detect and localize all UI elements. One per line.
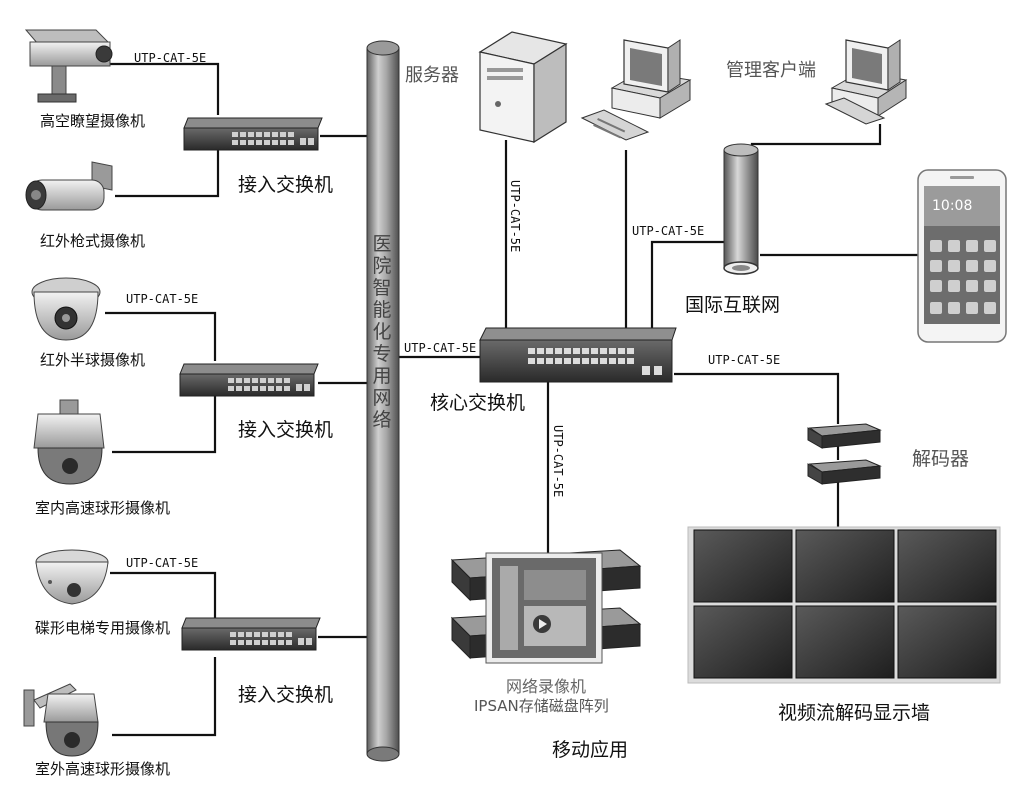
dome-camera-icon xyxy=(31,277,101,341)
ipsan-label: IPSAN存储磁盘阵列 xyxy=(474,697,609,715)
access-switch-label: 接入交换机 xyxy=(238,684,334,706)
core-switch-icon xyxy=(479,327,677,383)
cable-label: UTP-CAT-5E xyxy=(551,425,565,498)
server-icon xyxy=(478,31,568,144)
speed-dome-camera-icon xyxy=(33,399,105,485)
camera-label-2: 红外枪式摄像机 xyxy=(40,232,146,250)
access-switch-1-icon xyxy=(183,117,323,151)
smartphone-icon xyxy=(917,169,1007,343)
mobile-app-label: 移动应用 xyxy=(552,739,629,761)
access-switch-label: 接入交换机 xyxy=(238,174,334,196)
decoder-label: 解码器 xyxy=(912,448,970,470)
server-label: 服务器 xyxy=(405,65,459,86)
core-switch-label: 核心交换机 xyxy=(430,392,526,414)
video-wall-icon xyxy=(687,526,1001,684)
link-cam3-switch2 xyxy=(105,311,217,361)
cable-label: UTP-CAT-5E xyxy=(404,341,477,355)
bullet-camera-icon xyxy=(25,161,113,211)
link-cam1-switch1 xyxy=(105,62,220,115)
link-cam5-switch3 xyxy=(110,571,217,624)
camera-label-6: 室外高速球形摄像机 xyxy=(35,760,171,778)
connection-lines xyxy=(105,62,918,737)
backbone-trunk xyxy=(366,40,400,762)
link-core-internet xyxy=(650,240,725,336)
outdoor-ptz-camera-icon xyxy=(23,683,99,757)
internet-label: 国际互联网 xyxy=(685,294,781,316)
storage-array-icon xyxy=(450,549,642,664)
access-switch-3-icon xyxy=(181,617,321,651)
decoder-2-icon xyxy=(807,459,882,485)
backbone-label: 医院智能化专用网络 xyxy=(372,233,392,431)
management-client-label: 管理客户端 xyxy=(726,60,816,81)
long-range-camera-icon xyxy=(24,29,113,103)
internet-pipe-icon xyxy=(723,143,759,275)
nvr-label: 网络录像机 xyxy=(506,677,587,696)
cable-label: UTP-CAT-5E xyxy=(508,180,522,253)
cable-label: UTP-CAT-5E xyxy=(126,556,199,570)
link-core-decoder xyxy=(674,372,840,424)
management-pc-icon xyxy=(824,39,908,125)
camera-label-5: 碟形电梯专用摄像机 xyxy=(35,619,171,637)
phone-clock: 10:08 xyxy=(932,198,973,214)
link-cam6-switch3 xyxy=(112,657,217,737)
link-cam4-switch2 xyxy=(112,395,217,454)
cable-label: UTP-CAT-5E xyxy=(134,51,207,65)
cable-label: UTP-CAT-5E xyxy=(126,292,199,306)
video-wall-label: 视频流解码显示墙 xyxy=(778,702,931,724)
access-switch-2-icon xyxy=(179,363,319,397)
camera-label-3: 红外半球摄像机 xyxy=(40,351,146,369)
link-internet-mgmt xyxy=(750,124,882,165)
camera-label-1: 高空瞭望摄像机 xyxy=(40,112,146,130)
elevator-camera-icon xyxy=(35,549,109,605)
camera-label-4: 室内高速球形摄像机 xyxy=(35,499,171,517)
cable-label: UTP-CAT-5E xyxy=(708,353,781,367)
decoder-1-icon xyxy=(807,423,882,449)
cable-label: UTP-CAT-5E xyxy=(632,224,705,238)
access-switch-label: 接入交换机 xyxy=(238,419,334,441)
link-cam2-switch1 xyxy=(115,147,220,198)
client-pc-icon xyxy=(580,39,692,141)
